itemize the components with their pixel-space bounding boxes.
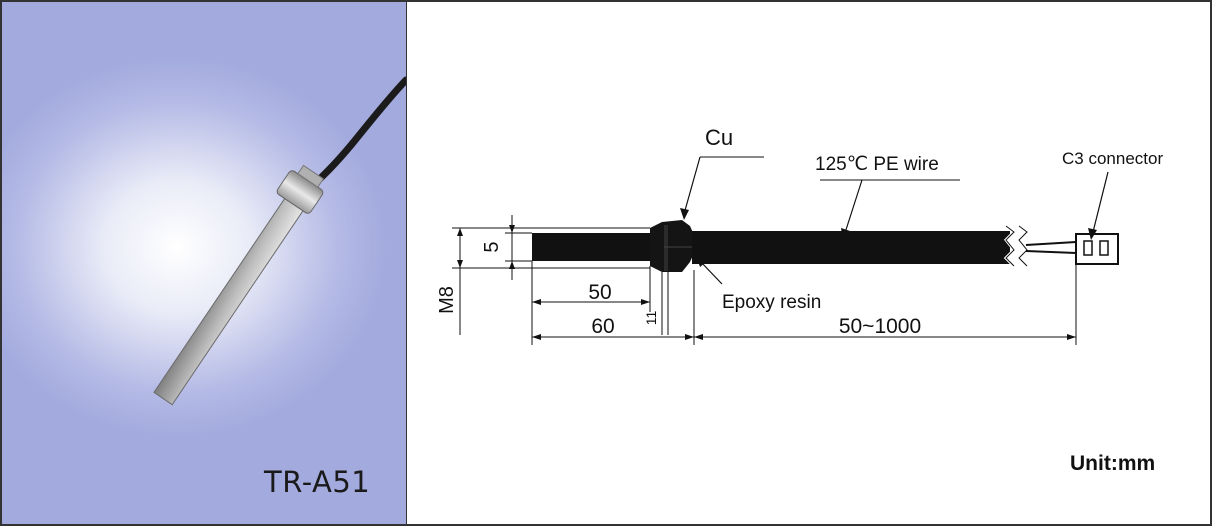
probe-body: [532, 233, 650, 261]
label-connector: C3 connector: [1062, 149, 1163, 168]
model-label: TR-A51: [264, 465, 371, 499]
dim-probe-diameter: 5: [481, 241, 503, 252]
sensor-photo-illustration: [153, 76, 406, 406]
connector-leader-line: [1091, 171, 1109, 237]
connector: [1075, 233, 1119, 265]
label-wire: 125℃ PE wire: [815, 154, 939, 175]
cable-line: [692, 231, 1010, 264]
epoxy-leader-line: [699, 260, 723, 285]
dim-probe-length: 50: [588, 281, 611, 304]
unit-label: Unit:mm: [1070, 452, 1156, 475]
dim-overall-probe: 60: [591, 315, 614, 338]
dim-hex-width: 11: [643, 311, 659, 326]
product-photo: TR-A51: [2, 2, 406, 524]
label-epoxy: Epoxy resin: [722, 292, 821, 313]
dim-thread: M8: [436, 286, 458, 314]
gland: [650, 220, 698, 272]
label-cu: Cu: [705, 125, 733, 150]
dim-cable-length: 50~1000: [839, 315, 921, 338]
